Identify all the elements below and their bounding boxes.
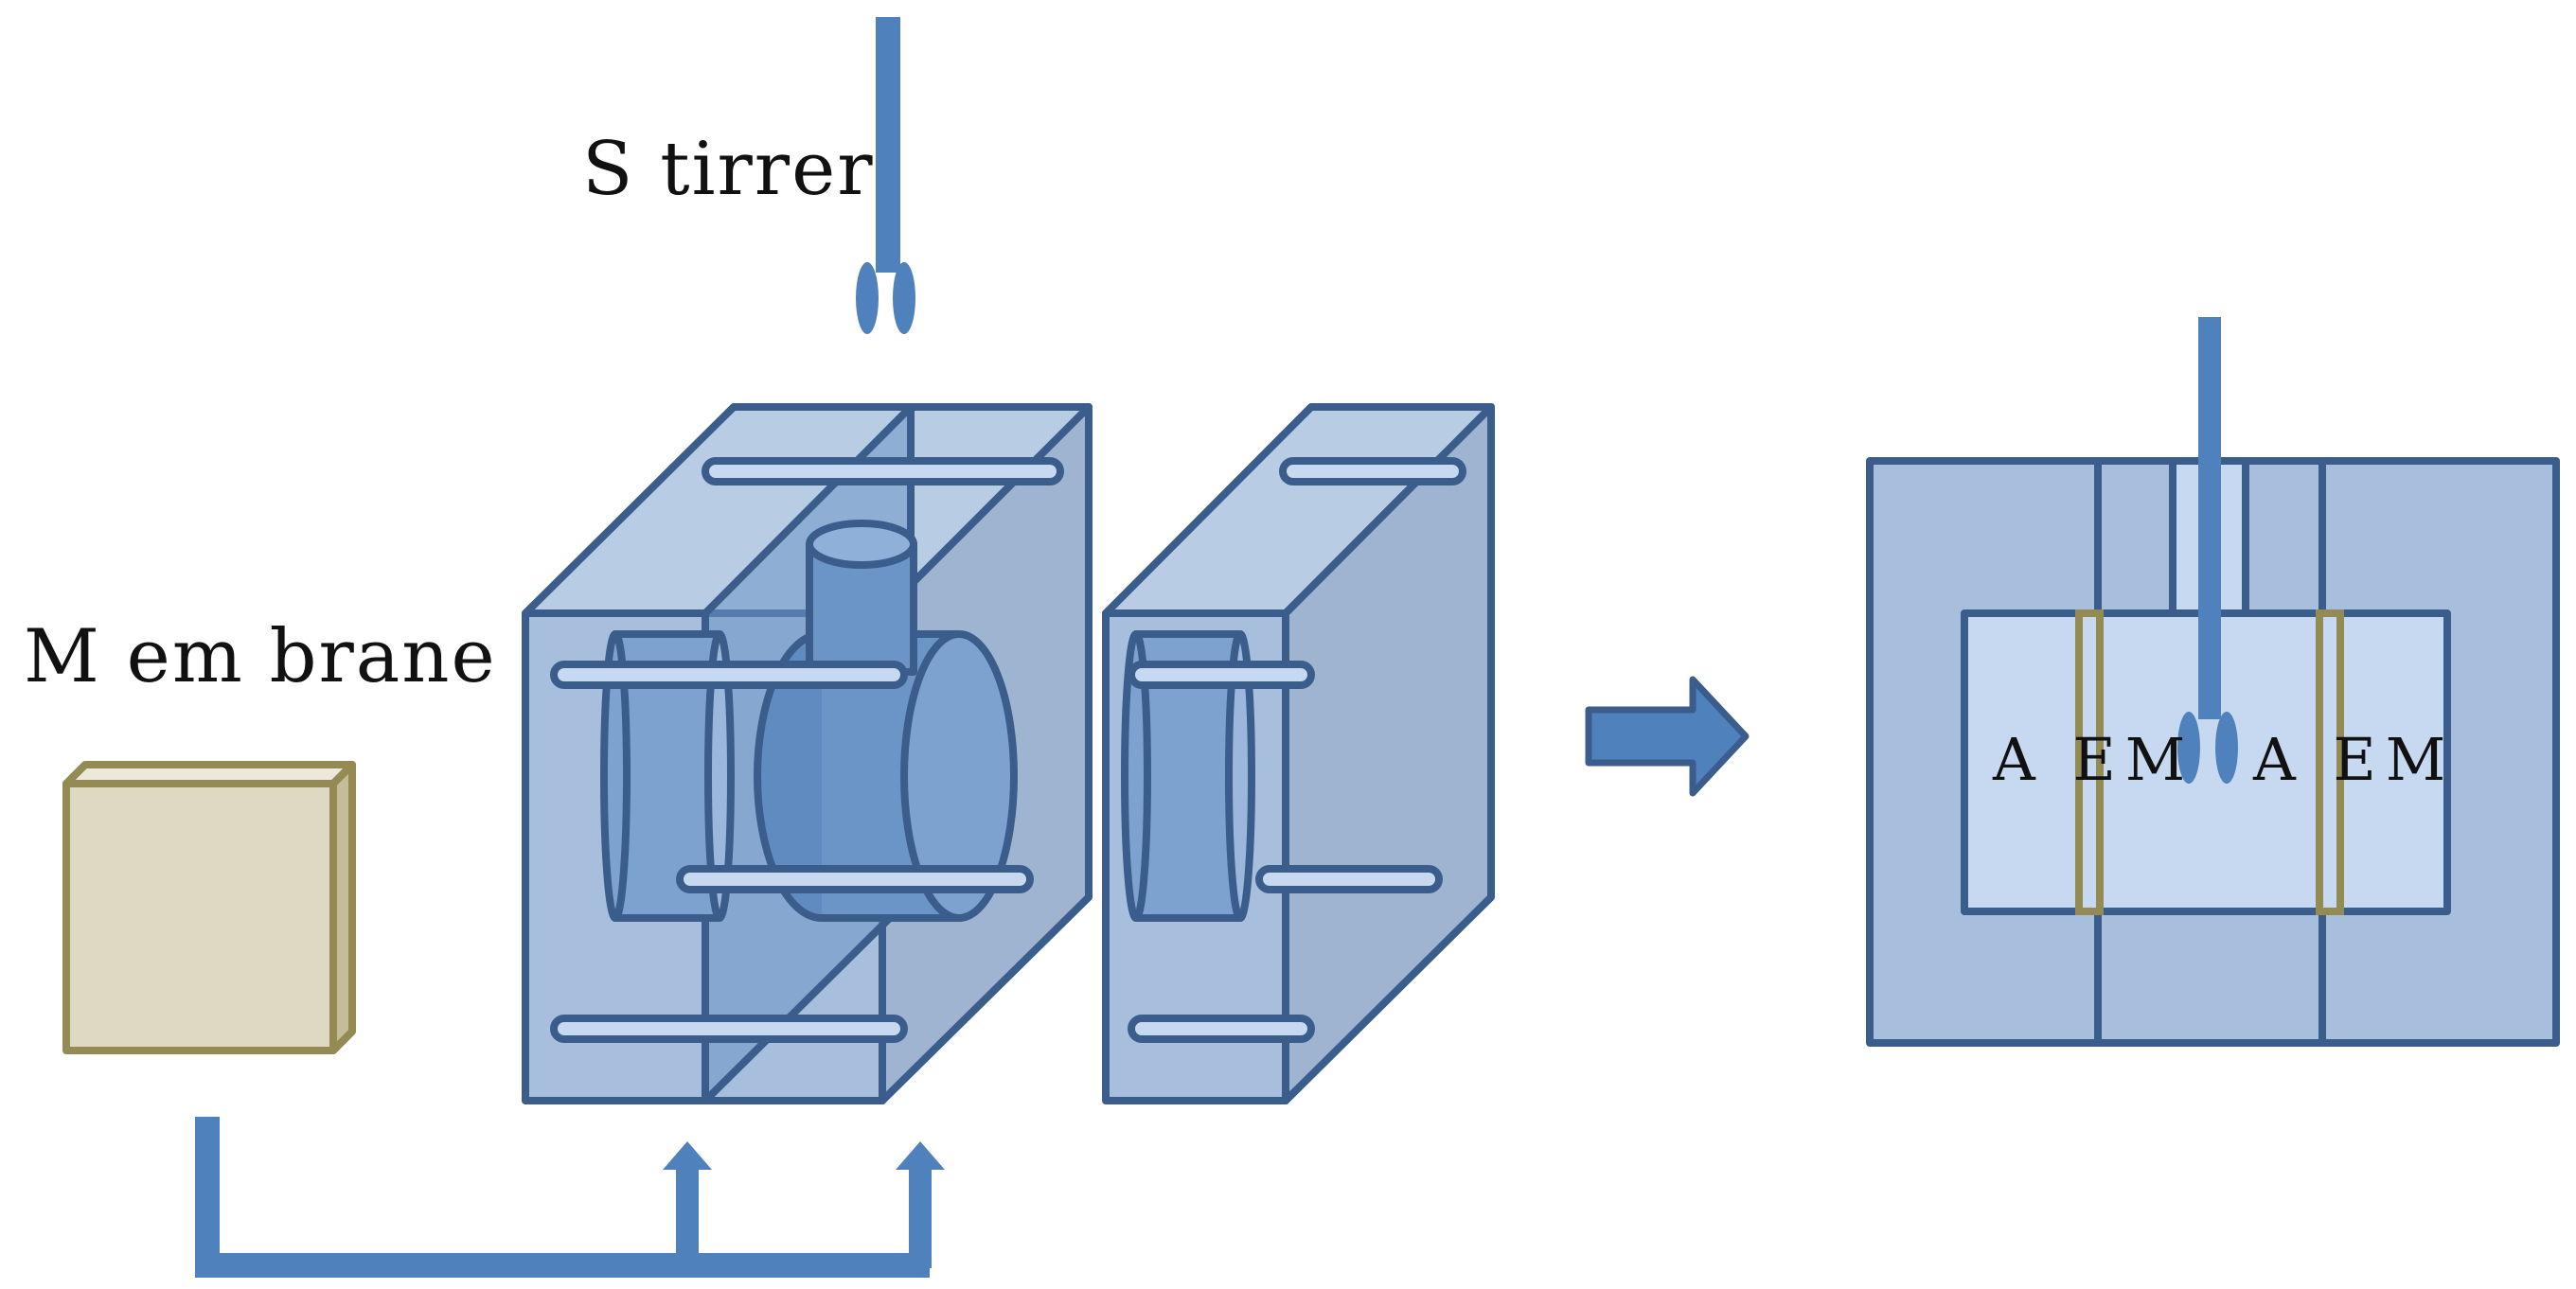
stirrer-icon: [856, 17, 915, 334]
center-compartment-block: [522, 403, 1093, 1104]
membrane-cube-icon: [62, 761, 356, 1054]
process-arrow-icon: [1585, 676, 1750, 797]
aem-membrane-left: [2075, 609, 2104, 915]
aem-label-right: A EM: [2253, 725, 2456, 794]
aem-label-left: A EM: [1993, 725, 2195, 794]
stirrer-label: S tirrer: [582, 127, 875, 212]
membrane-feed-lines: [195, 1117, 945, 1278]
membrane-label: M em brane: [24, 614, 497, 699]
aem-membrane-right: [2316, 609, 2344, 915]
assembled-stirrer-icon: [2177, 317, 2238, 784]
end-compartment-block: [1102, 403, 1495, 1104]
assembled-reactor-section: [1866, 457, 2560, 1047]
